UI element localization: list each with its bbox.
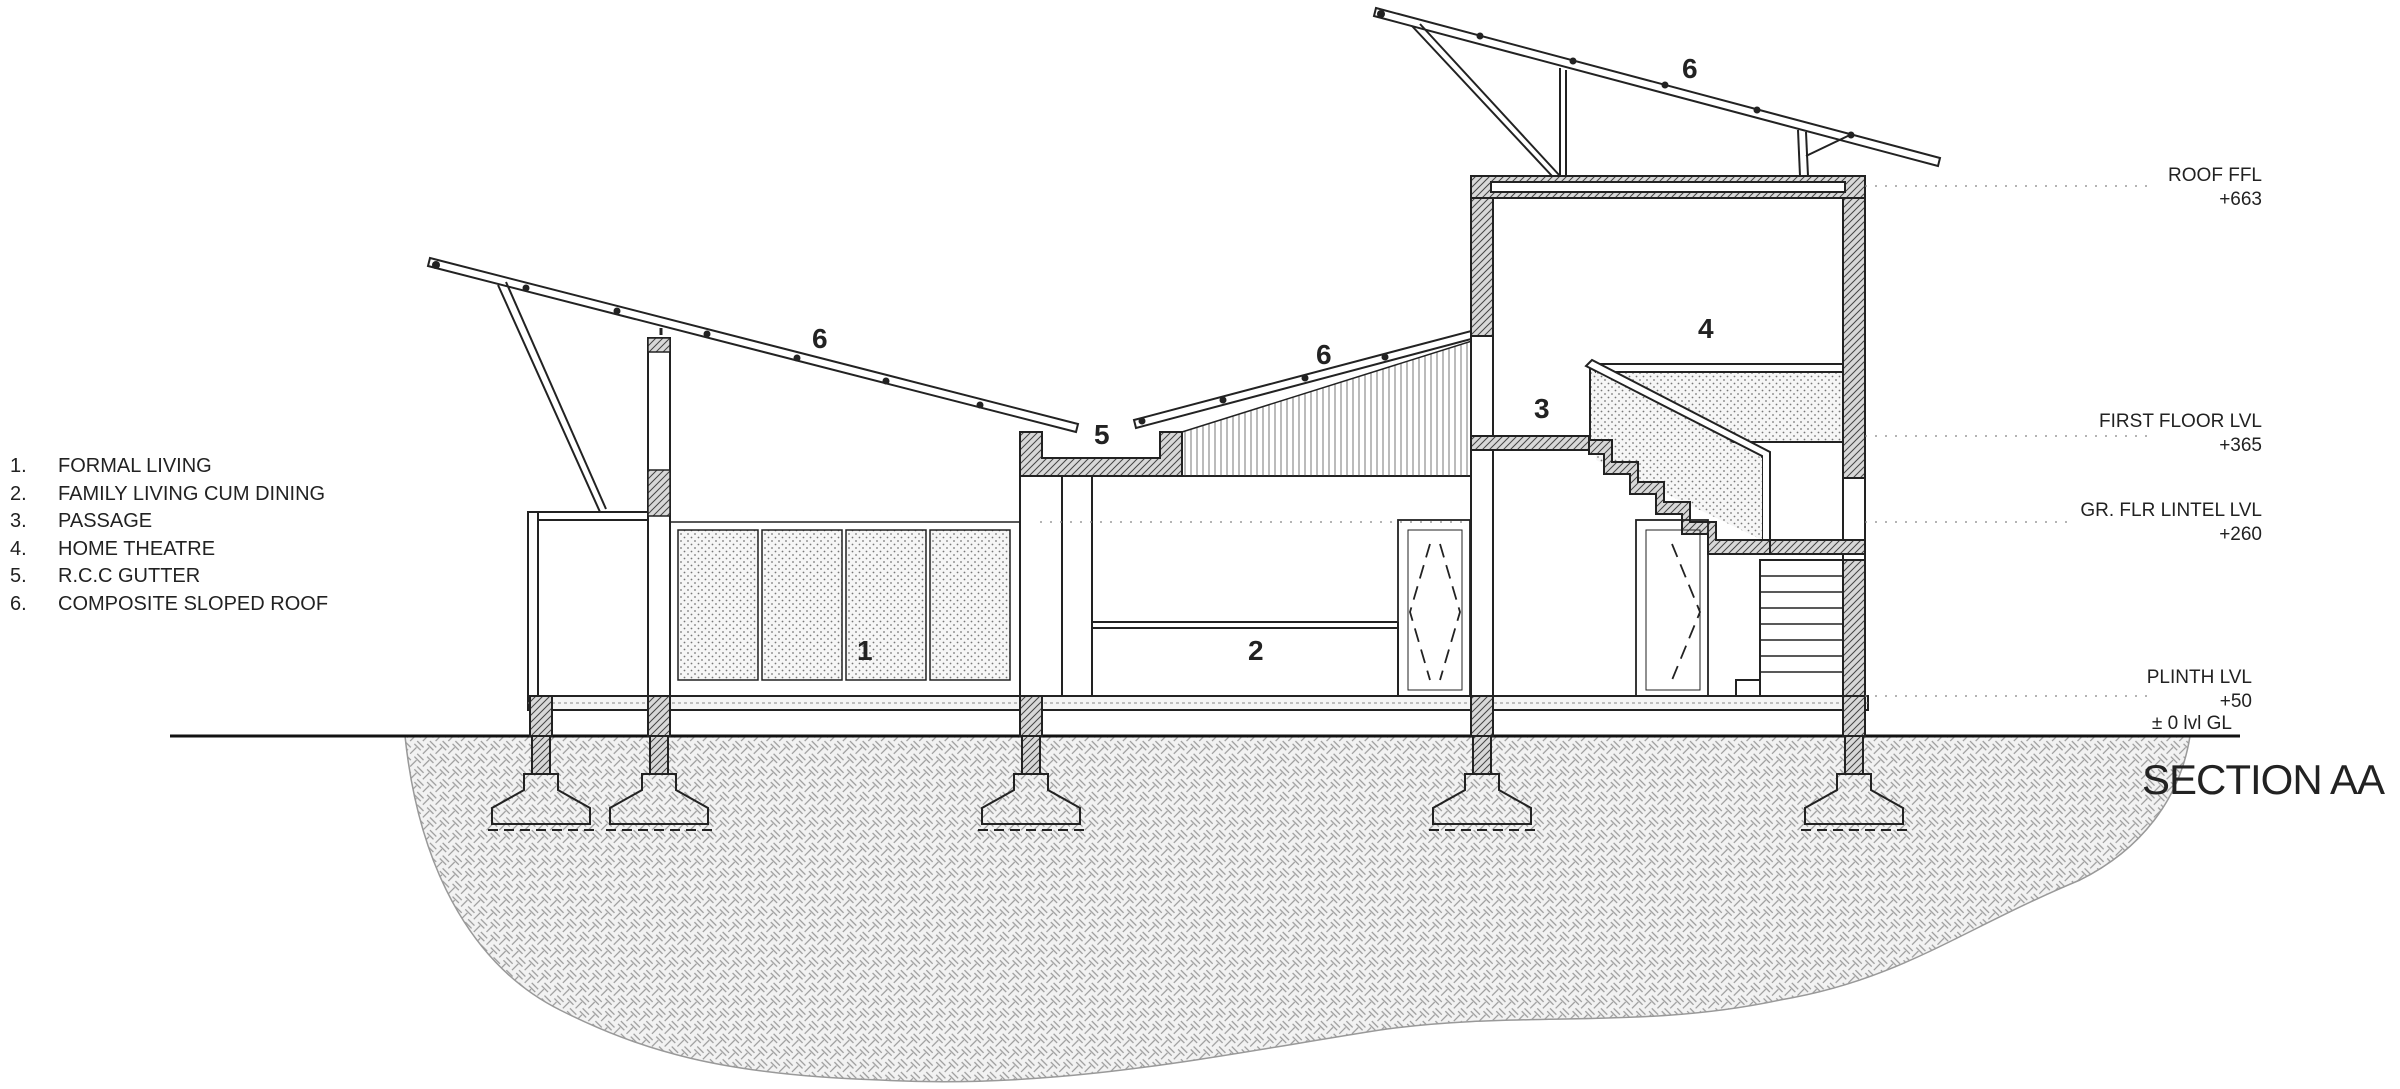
tag-gutter: 5: [1094, 419, 1110, 450]
level-ground: ± 0 lvl GL: [2152, 712, 2232, 736]
level-plinth-value: +50: [2219, 691, 2252, 712]
roof-top: [1372, 6, 1942, 177]
footing-5: [1801, 735, 1907, 831]
footing-4: [1429, 735, 1535, 831]
left-column: [647, 337, 671, 697]
theatre-seating: [1584, 358, 1844, 541]
staircase: [1588, 439, 1844, 697]
tag-passage: 3: [1534, 393, 1550, 424]
plinth-stubs: [529, 685, 1866, 737]
doors: [1397, 519, 1709, 697]
verandah-railing: [527, 511, 648, 697]
footings: [488, 735, 1907, 831]
legend: 1.FORMAL LIVING 2.FAMILY LIVING CUM DINI…: [10, 453, 328, 618]
tag-roof-left: 6: [812, 323, 828, 354]
legend-item: 2.FAMILY LIVING CUM DINING: [10, 482, 326, 505]
legend-item: 5.R.C.C GUTTER: [10, 565, 201, 587]
tag-home-theatre: 4: [1698, 313, 1714, 344]
legend-item: 6.COMPOSITE SLOPED ROOF: [10, 592, 329, 615]
right-block: [1470, 175, 1866, 697]
level-lintel-value: +260: [2219, 524, 2262, 545]
level-plinth: PLINTH LVL +50: [2147, 666, 2252, 714]
level-lintel: GR. FLR LINTEL LVL +260: [2080, 499, 2262, 547]
level-roof: ROOF FFL +663: [2168, 164, 2262, 212]
level-first-floor-value: +365: [2219, 435, 2262, 456]
footing-3: [978, 735, 1084, 831]
level-plinth-name: PLINTH LVL: [2146, 667, 2252, 688]
footing-2: [606, 735, 712, 831]
roof-left: [426, 256, 1080, 513]
soil-mass: [404, 735, 2191, 1083]
rcc-gutter: [1019, 431, 1183, 477]
section-title: SECTION AA: [2142, 756, 2385, 803]
first-floor-slab: [1470, 435, 1590, 451]
legend-item: 4.HOME THEATRE: [10, 537, 216, 560]
tag-family-living: 2: [1248, 635, 1264, 666]
level-roof-value: +663: [2219, 189, 2262, 210]
footing-1: [488, 735, 594, 831]
right-wall: [1842, 197, 1866, 479]
legend-item: 1.FORMAL LIVING: [10, 455, 212, 477]
level-roof-name: ROOF FFL: [2168, 165, 2262, 186]
level-lintel-name: GR. FLR LINTEL LVL: [2080, 500, 2262, 521]
left-wall: [1470, 197, 1494, 337]
level-leaders: [1040, 185, 2150, 697]
lintel-slab: [1769, 539, 1866, 555]
level-first-floor-name: FIRST FLOOR LVL: [2099, 411, 2262, 432]
tag-formal-living: 1: [857, 635, 873, 666]
level-ground-name: ± 0 lvl GL: [2151, 713, 2232, 734]
tag-roof-top: 6: [1682, 53, 1698, 84]
glazed-screen: [669, 521, 1021, 697]
legend-item: 3.PASSAGE: [10, 510, 153, 532]
level-first-floor: FIRST FLOOR LVL +365: [2099, 410, 2262, 458]
tag-roof-middle: 6: [1316, 339, 1332, 370]
